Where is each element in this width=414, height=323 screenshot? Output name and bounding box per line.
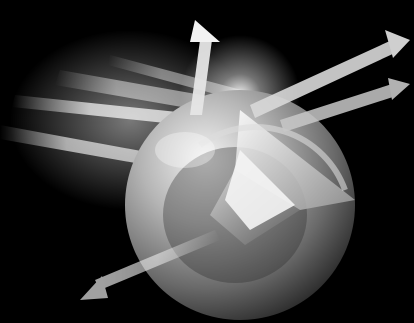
sphere-highlight <box>155 132 215 168</box>
